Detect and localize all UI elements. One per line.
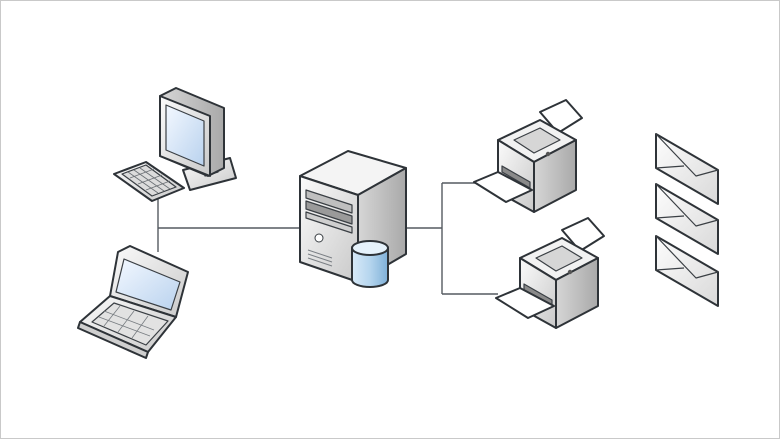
laptop-icon	[77, 245, 189, 359]
desktop-monitor-icon	[159, 87, 237, 191]
envelope-icon	[655, 183, 719, 255]
connector-lines	[157, 182, 498, 295]
printer-icon	[495, 217, 605, 329]
keyboard-icon	[113, 161, 185, 202]
envelope-icon	[655, 235, 719, 307]
envelope-icon	[655, 133, 719, 205]
database-cylinder-icon	[351, 240, 389, 288]
printer-icon	[473, 99, 583, 213]
